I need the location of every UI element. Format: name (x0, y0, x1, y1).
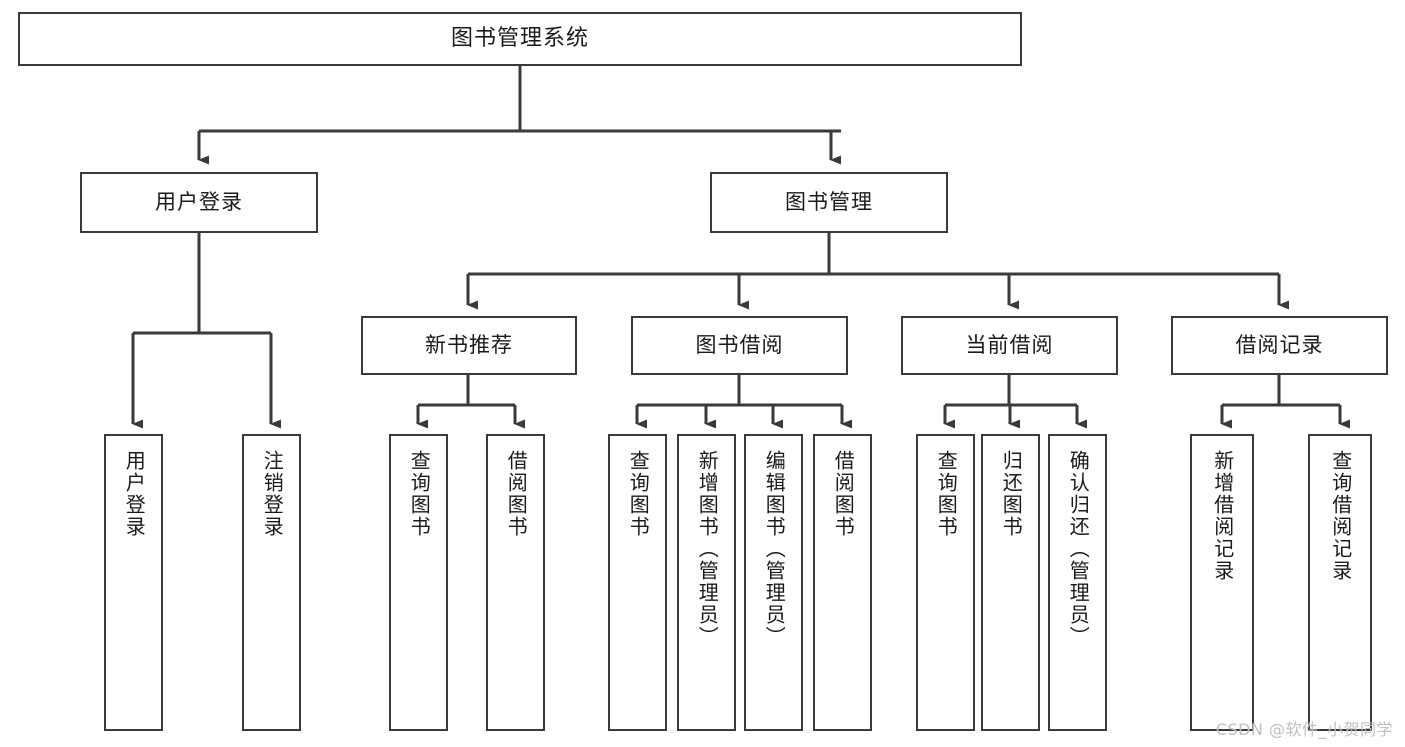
node-book-manage[interactable]: 图书管理 (710, 172, 948, 233)
node-leaf-user-login[interactable]: 用户登录 (104, 434, 163, 731)
node-leaf-borrow-book-2-label: 借阅图书 (831, 450, 856, 538)
node-leaf-query-book-1[interactable]: 查询图书 (389, 434, 448, 731)
node-leaf-query-book-1-label: 查询图书 (407, 450, 432, 538)
node-leaf-user-login-label: 用户登录 (122, 450, 147, 538)
node-leaf-query-book-2[interactable]: 查询图书 (608, 434, 667, 731)
node-current-borrow[interactable]: 当前借阅 (901, 316, 1118, 375)
node-user-login[interactable]: 用户登录 (80, 172, 318, 233)
node-root-label: 图书管理系统 (450, 25, 589, 51)
node-leaf-confirm-return[interactable]: 确认归还（管理员） (1048, 434, 1107, 731)
node-leaf-add-record[interactable]: 新增借阅记录 (1190, 434, 1254, 731)
node-borrow-record[interactable]: 借阅记录 (1171, 316, 1388, 375)
node-leaf-add-book-label: 新增图书（管理员） (695, 450, 720, 648)
node-book-manage-label: 图书管理 (785, 189, 873, 214)
node-leaf-borrow-book-1-label: 借阅图书 (504, 450, 529, 538)
node-borrow-record-label: 借阅记录 (1235, 332, 1324, 357)
node-leaf-logout-label: 注销登录 (260, 450, 285, 538)
node-new-book-recommend-label: 新书推荐 (425, 332, 513, 357)
node-leaf-edit-book-label: 编辑图书（管理员） (762, 450, 787, 648)
node-user-login-label: 用户登录 (155, 189, 243, 214)
node-leaf-edit-book[interactable]: 编辑图书（管理员） (744, 434, 803, 731)
node-leaf-borrow-book-1[interactable]: 借阅图书 (486, 434, 545, 731)
node-leaf-return-book-label: 归还图书 (999, 450, 1024, 538)
node-leaf-query-book-3[interactable]: 查询图书 (916, 434, 975, 731)
node-leaf-return-book[interactable]: 归还图书 (981, 434, 1040, 731)
node-leaf-borrow-book-2[interactable]: 借阅图书 (813, 434, 872, 731)
node-leaf-add-record-label: 新增借阅记录 (1210, 450, 1235, 582)
node-leaf-query-record[interactable]: 查询借阅记录 (1308, 434, 1372, 731)
node-current-borrow-label: 当前借阅 (965, 332, 1054, 357)
node-leaf-confirm-return-label: 确认归还（管理员） (1066, 450, 1091, 648)
node-new-book-recommend[interactable]: 新书推荐 (361, 316, 577, 375)
node-root[interactable]: 图书管理系统 (18, 12, 1022, 66)
node-leaf-add-book[interactable]: 新增图书（管理员） (677, 434, 736, 731)
node-leaf-query-book-2-label: 查询图书 (626, 450, 651, 538)
node-book-borrow[interactable]: 图书借阅 (631, 316, 848, 375)
node-book-borrow-label: 图书借阅 (695, 332, 784, 357)
node-leaf-query-book-3-label: 查询图书 (934, 450, 959, 538)
node-leaf-logout[interactable]: 注销登录 (242, 434, 301, 731)
node-leaf-query-record-label: 查询借阅记录 (1328, 450, 1353, 582)
